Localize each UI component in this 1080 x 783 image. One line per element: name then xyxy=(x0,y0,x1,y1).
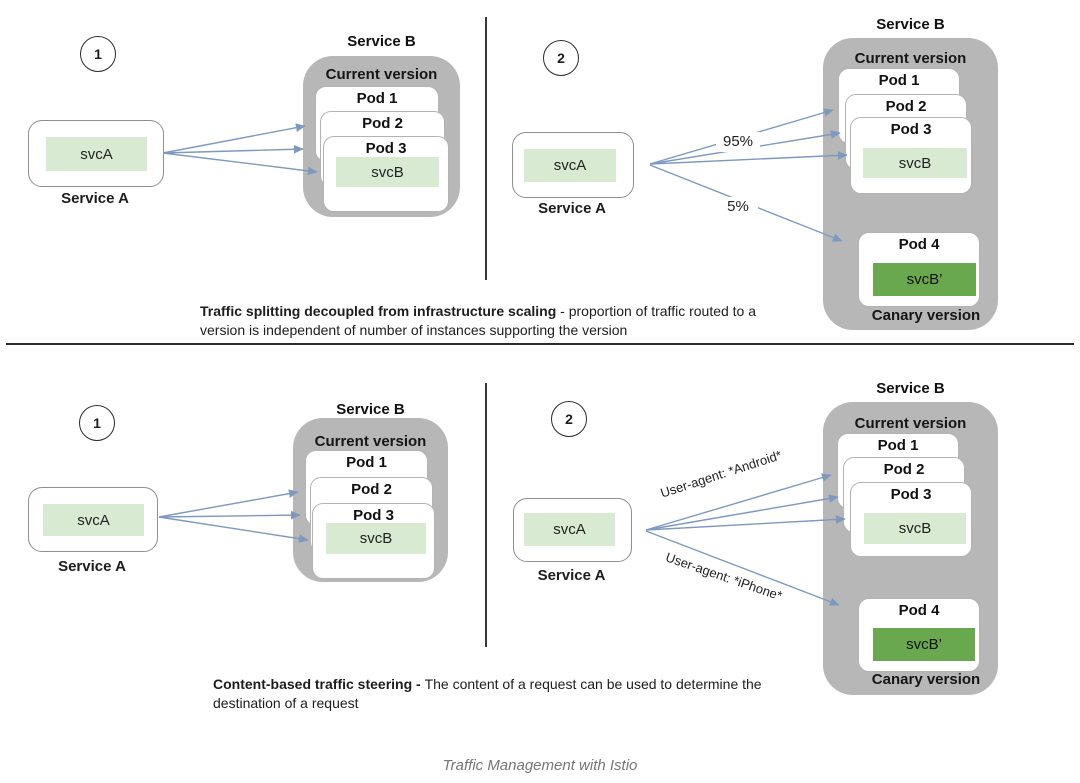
service-a-node-bottom-left: svcA xyxy=(28,487,158,552)
pod-1-label-bottom-right: Pod 1 xyxy=(877,437,919,454)
step-badge-1-top: 1 xyxy=(80,36,116,72)
current-version-label-top-left: Current version xyxy=(325,66,438,83)
svca-band-top-left: svcA xyxy=(46,137,147,171)
arrow-tl-svcb xyxy=(162,152,318,176)
arrow-br-pod3 xyxy=(645,515,846,531)
service-a-node-top-right: svcA xyxy=(512,132,634,198)
service-b-group-top-left: Current version Pod 1 Pod 2 Pod 3 svcB xyxy=(303,56,460,217)
arrow-tr-pod3 xyxy=(649,151,848,165)
pod-2-label-top-left: Pod 2 xyxy=(362,115,403,132)
step-badge-2-bottom: 2 xyxy=(551,401,587,437)
pod-4-top-right: Pod 4 svcB’ xyxy=(858,232,980,307)
arrow-bl-pod3 xyxy=(158,510,301,520)
pod-4-bottom-right: Pod 4 svcB’ xyxy=(858,598,980,672)
service-a-node-top-left: svcA xyxy=(28,120,164,187)
service-b-title-bottom-left: Service B xyxy=(336,401,405,418)
step-badge-2-bottom-number: 2 xyxy=(565,411,573,427)
pod-3-bottom-right: Pod 3 svcB xyxy=(850,482,972,557)
service-b-group-top-right: Current version Pod 1 Pod 2 Pod 3 svcB P… xyxy=(823,38,998,330)
arrow-tl-pod2 xyxy=(162,123,306,154)
svca-text-bottom-right: svcA xyxy=(553,521,586,538)
pod-3-label-top-right: Pod 3 xyxy=(890,121,932,138)
pod-1-label-bottom-left: Pod 1 xyxy=(346,454,387,471)
section-divider xyxy=(6,343,1074,345)
svcb-text-top-right: svcB xyxy=(898,154,932,172)
service-a-label-bottom-right: Service A xyxy=(537,567,606,584)
svcb-band-top-left: svcB xyxy=(336,157,439,187)
svcb-band-top-right: svcB xyxy=(863,148,967,178)
svcb-text-bottom-left: svcB xyxy=(359,530,393,547)
svcb-prime-text-top-right: svcB’ xyxy=(906,271,943,288)
user-agent-iphone-label: User-agent: *iPhone* xyxy=(663,549,785,604)
svcb-band-bottom-right: svcB xyxy=(864,513,966,544)
pod-3-label-top-left: Pod 3 xyxy=(365,140,407,157)
panel-divider-bottom xyxy=(485,383,487,647)
canary-version-label-top-right: Canary version xyxy=(871,307,981,324)
service-b-group-bottom-right: Current version Pod 1 Pod 2 Pod 3 svcB P… xyxy=(823,402,998,695)
svcb-text-bottom-right: svcB xyxy=(898,520,932,537)
service-b-title-top-left: Service B xyxy=(347,33,416,50)
svcb-prime-band-top-right: svcB’ xyxy=(873,263,976,296)
service-a-label-top-left: Service A xyxy=(61,190,129,207)
pod-2-label-bottom-left: Pod 2 xyxy=(351,481,392,498)
user-agent-android-label: User-agent: *Android* xyxy=(658,447,784,501)
svcb-prime-band-bottom-right: svcB’ xyxy=(873,628,975,661)
service-b-group-bottom-left: Current version Pod 1 Pod 2 Pod 3 svcB xyxy=(293,418,448,582)
svcb-band-bottom-left: svcB xyxy=(326,523,426,554)
pod-2-label-bottom-right: Pod 2 xyxy=(883,461,925,478)
caption-content-steering-bold: Content-based traffic steering - xyxy=(213,676,425,692)
diagram-footer-title: Traffic Management with Istio xyxy=(442,757,638,774)
caption-content-steering-rest: The content of a request can be used to … xyxy=(213,676,762,711)
service-b-title-top-right: Service B xyxy=(876,16,945,33)
svcb-text-top-left: svcB xyxy=(371,163,404,181)
arrow-tl-pod3 xyxy=(162,144,304,154)
pod-3-top-left: Pod 3 svcB xyxy=(323,136,449,212)
service-b-title-bottom-right: Service B xyxy=(876,380,945,397)
step-badge-2-top-number: 2 xyxy=(557,50,565,66)
step-badge-2-top: 2 xyxy=(543,40,579,76)
pod-3-label-bottom-left: Pod 3 xyxy=(353,507,394,524)
svca-text-top-right: svcA xyxy=(553,157,587,174)
svca-text-bottom-left: svcA xyxy=(77,511,110,529)
pod-1-label-top-right: Pod 1 xyxy=(878,72,920,89)
arrow-bl-pod2 xyxy=(158,489,299,518)
svcb-prime-text-bottom-right: svcB’ xyxy=(906,636,942,653)
pod-4-label-top-right: Pod 4 xyxy=(898,236,940,253)
panel-divider-top xyxy=(485,17,487,280)
current-version-label-top-right: Current version xyxy=(854,50,967,67)
current-version-label-bottom-right: Current version xyxy=(854,415,967,432)
pod-1-label-top-left: Pod 1 xyxy=(356,90,398,107)
arrow-br-pod2 xyxy=(645,494,839,531)
arrow-bl-svcb xyxy=(158,516,309,543)
caption-traffic-splitting-rest: - proportion of traffic routed to a vers… xyxy=(200,303,757,338)
canary-version-label-bottom-right: Canary version xyxy=(871,671,981,688)
step-badge-1-bottom: 1 xyxy=(79,405,115,441)
caption-traffic-splitting-bold: Traffic splitting decoupled from infrast… xyxy=(200,303,557,319)
caption-traffic-splitting: Traffic splitting decoupled from infrast… xyxy=(200,302,785,340)
caption-content-steering: Content-based traffic steering - The con… xyxy=(213,675,798,713)
traffic-split-95-label: 95% xyxy=(716,132,760,152)
current-version-label-bottom-left: Current version xyxy=(314,433,427,450)
svca-band-bottom-left: svcA xyxy=(43,504,144,536)
pod-3-bottom-left: Pod 3 svcB xyxy=(312,503,435,579)
pod-3-top-right: Pod 3 svcB xyxy=(850,117,972,194)
step-badge-1-bottom-number: 1 xyxy=(93,415,101,431)
pod-2-label-top-right: Pod 2 xyxy=(885,98,927,115)
svca-text-top-left: svcA xyxy=(80,145,113,163)
service-a-label-bottom-left: Service A xyxy=(58,558,126,575)
svca-band-bottom-right: svcA xyxy=(524,513,615,546)
traffic-split-5-label: 5% xyxy=(718,197,758,217)
pod-3-label-bottom-right: Pod 3 xyxy=(890,486,932,503)
pod-4-label-bottom-right: Pod 4 xyxy=(898,602,940,619)
service-a-node-bottom-right: svcA xyxy=(513,498,632,562)
service-a-label-top-right: Service A xyxy=(538,200,606,217)
step-badge-1-top-number: 1 xyxy=(94,46,102,62)
svca-band-top-right: svcA xyxy=(524,149,616,182)
